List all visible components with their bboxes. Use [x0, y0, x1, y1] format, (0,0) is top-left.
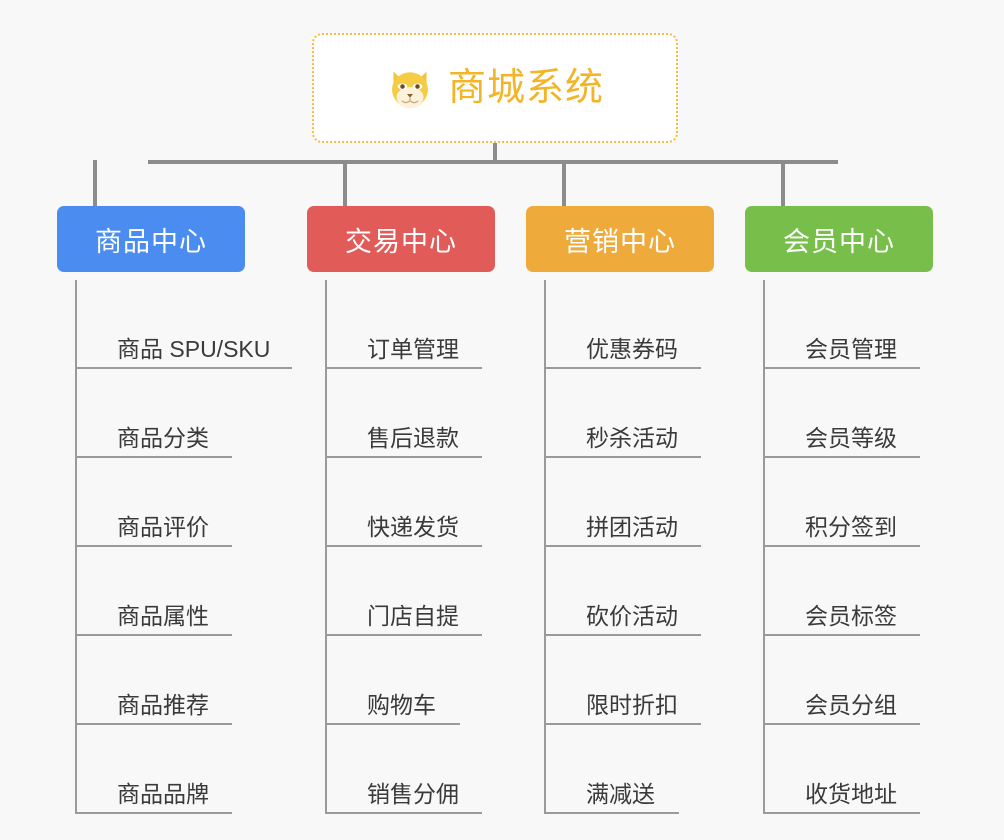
- leaf-item-underline: [327, 812, 482, 814]
- branch-spine: [544, 280, 546, 814]
- leaf-item-label: 销售分佣: [367, 781, 459, 807]
- connector-horizontal-bus: [148, 160, 838, 164]
- leaf-item-underline: [546, 456, 701, 458]
- leaf-item[interactable]: 商品分类: [77, 369, 232, 458]
- leaf-item-underline: [765, 367, 920, 369]
- root-title: 商城系统: [447, 67, 604, 109]
- leaf-item-underline: [327, 723, 460, 725]
- leaf-item[interactable]: 会员分组: [765, 636, 920, 725]
- leaf-item-label: 商品属性: [117, 603, 209, 629]
- leaf-item-label: 商品 SPU/SKU: [117, 336, 271, 362]
- branch-header-label: 商品中心: [95, 226, 207, 257]
- leaf-item-underline: [546, 545, 701, 547]
- leaf-item-underline: [77, 812, 232, 814]
- connector-drop-1: [93, 160, 97, 208]
- leaf-item[interactable]: 销售分佣: [327, 725, 482, 814]
- leaf-item-underline: [77, 723, 232, 725]
- leaf-item-underline: [546, 812, 679, 814]
- leaf-item[interactable]: 购物车: [327, 636, 460, 725]
- leaf-item-underline: [77, 456, 232, 458]
- leaf-item[interactable]: 优惠券码: [546, 280, 701, 369]
- leaf-item[interactable]: 售后退款: [327, 369, 482, 458]
- leaf-item-underline: [77, 545, 232, 547]
- leaf-item-label: 商品分类: [117, 425, 209, 451]
- leaf-item[interactable]: 收货地址: [765, 725, 920, 814]
- leaf-item[interactable]: 订单管理: [327, 280, 482, 369]
- leaf-item-underline: [77, 634, 232, 636]
- leaf-item-label: 满减送: [586, 781, 655, 807]
- leaf-item-underline: [765, 545, 920, 547]
- leaf-item[interactable]: 限时折扣: [546, 636, 701, 725]
- branch-header-3[interactable]: 营销中心: [526, 206, 714, 272]
- leaf-item-label: 快递发货: [367, 514, 459, 540]
- leaf-item[interactable]: 满减送: [546, 725, 679, 814]
- leaf-item[interactable]: 积分签到: [765, 458, 920, 547]
- connector-drop-3: [562, 160, 566, 208]
- branch-spine: [325, 280, 327, 814]
- leaf-item-label: 售后退款: [367, 425, 459, 451]
- leaf-item-label: 会员标签: [805, 603, 897, 629]
- leaf-item-label: 秒杀活动: [586, 425, 678, 451]
- root-node[interactable]: 商城系统: [312, 33, 678, 143]
- branch-header-label: 交易中心: [345, 226, 457, 257]
- leaf-item-label: 积分签到: [805, 514, 897, 540]
- branch-spine: [763, 280, 765, 814]
- shiba-dog-icon: [391, 71, 428, 109]
- leaf-item[interactable]: 商品推荐: [77, 636, 232, 725]
- leaf-item[interactable]: 会员管理: [765, 280, 920, 369]
- leaf-item-underline: [327, 367, 482, 369]
- leaf-item-label: 商品品牌: [117, 781, 209, 807]
- leaf-item-underline: [327, 634, 482, 636]
- leaf-item[interactable]: 商品属性: [77, 547, 232, 636]
- connector-root-stem: [493, 143, 497, 163]
- leaf-item[interactable]: 商品品牌: [77, 725, 232, 814]
- branch-header-label: 会员中心: [783, 226, 895, 257]
- leaf-item-label: 门店自提: [367, 603, 459, 629]
- leaf-item-underline: [546, 634, 701, 636]
- branch-header-label: 营销中心: [564, 226, 676, 257]
- leaf-item[interactable]: 砍价活动: [546, 547, 701, 636]
- leaf-item[interactable]: 快递发货: [327, 458, 482, 547]
- leaf-item-label: 优惠券码: [586, 336, 678, 362]
- leaf-item[interactable]: 商品 SPU/SKU: [77, 280, 292, 369]
- leaf-item[interactable]: 商品评价: [77, 458, 232, 547]
- branch-header-2[interactable]: 交易中心: [307, 206, 495, 272]
- branch-spine: [75, 280, 77, 814]
- leaf-item-label: 限时折扣: [586, 692, 678, 718]
- leaf-item-label: 收货地址: [805, 781, 897, 807]
- leaf-item-label: 会员管理: [805, 336, 897, 362]
- connector-drop-2: [343, 160, 347, 208]
- leaf-item-label: 会员等级: [805, 425, 897, 451]
- leaf-item-label: 商品推荐: [117, 692, 209, 718]
- leaf-item-label: 订单管理: [367, 336, 459, 362]
- leaf-item-underline: [546, 723, 701, 725]
- leaf-item-label: 购物车: [367, 692, 436, 718]
- leaf-item-underline: [327, 456, 482, 458]
- leaf-item-label: 商品评价: [117, 514, 209, 540]
- leaf-item-underline: [765, 456, 920, 458]
- leaf-item-label: 砍价活动: [586, 603, 678, 629]
- leaf-item-underline: [765, 723, 920, 725]
- branch-header-4[interactable]: 会员中心: [745, 206, 933, 272]
- branch-header-1[interactable]: 商品中心: [57, 206, 245, 272]
- leaf-item[interactable]: 拼团活动: [546, 458, 701, 547]
- leaf-item-underline: [77, 367, 292, 369]
- leaf-item-label: 会员分组: [805, 692, 897, 718]
- leaf-item[interactable]: 秒杀活动: [546, 369, 701, 458]
- leaf-item[interactable]: 门店自提: [327, 547, 482, 636]
- leaf-item-underline: [546, 367, 701, 369]
- leaf-item[interactable]: 会员等级: [765, 369, 920, 458]
- connector-drop-4: [781, 160, 785, 208]
- leaf-item-label: 拼团活动: [586, 514, 678, 540]
- leaf-item[interactable]: 会员标签: [765, 547, 920, 636]
- leaf-item-underline: [765, 812, 920, 814]
- leaf-item-underline: [327, 545, 482, 547]
- leaf-item-underline: [765, 634, 920, 636]
